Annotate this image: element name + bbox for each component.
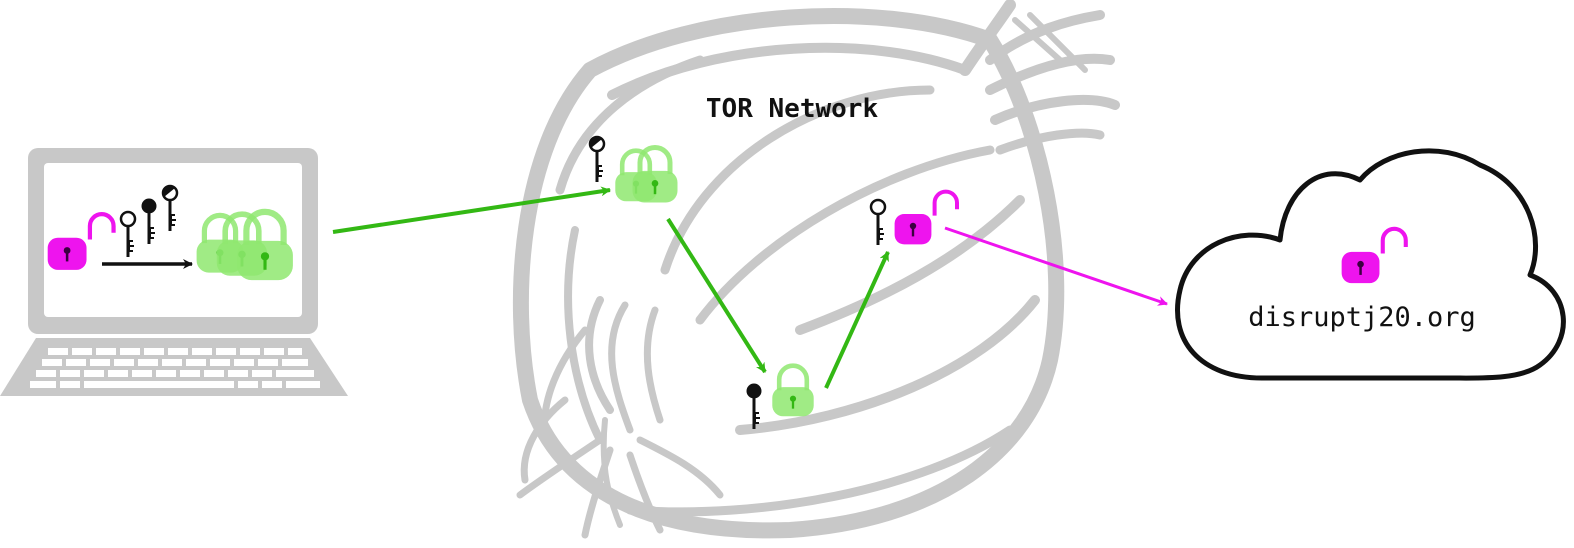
path-arrow-1: [332, 186, 611, 234]
path-arrow-3: [824, 251, 890, 389]
closed-padlock-icon: [772, 366, 813, 417]
path-arrow-2: [666, 217, 767, 374]
network-title: TOR Network: [706, 94, 879, 124]
key-icon: [869, 198, 887, 247]
laptop-icon: [0, 148, 348, 396]
destination-label: disruptj20.org: [1248, 302, 1476, 333]
tor-onion-icon: [512, 0, 1120, 539]
exit-arrow: [944, 226, 1168, 306]
keyboard: [30, 348, 320, 388]
key-icon: [588, 135, 606, 184]
key-icon: [746, 383, 762, 429]
double-encrypted-lock-icon: [615, 148, 677, 203]
open-padlock-icon: [895, 192, 957, 245]
